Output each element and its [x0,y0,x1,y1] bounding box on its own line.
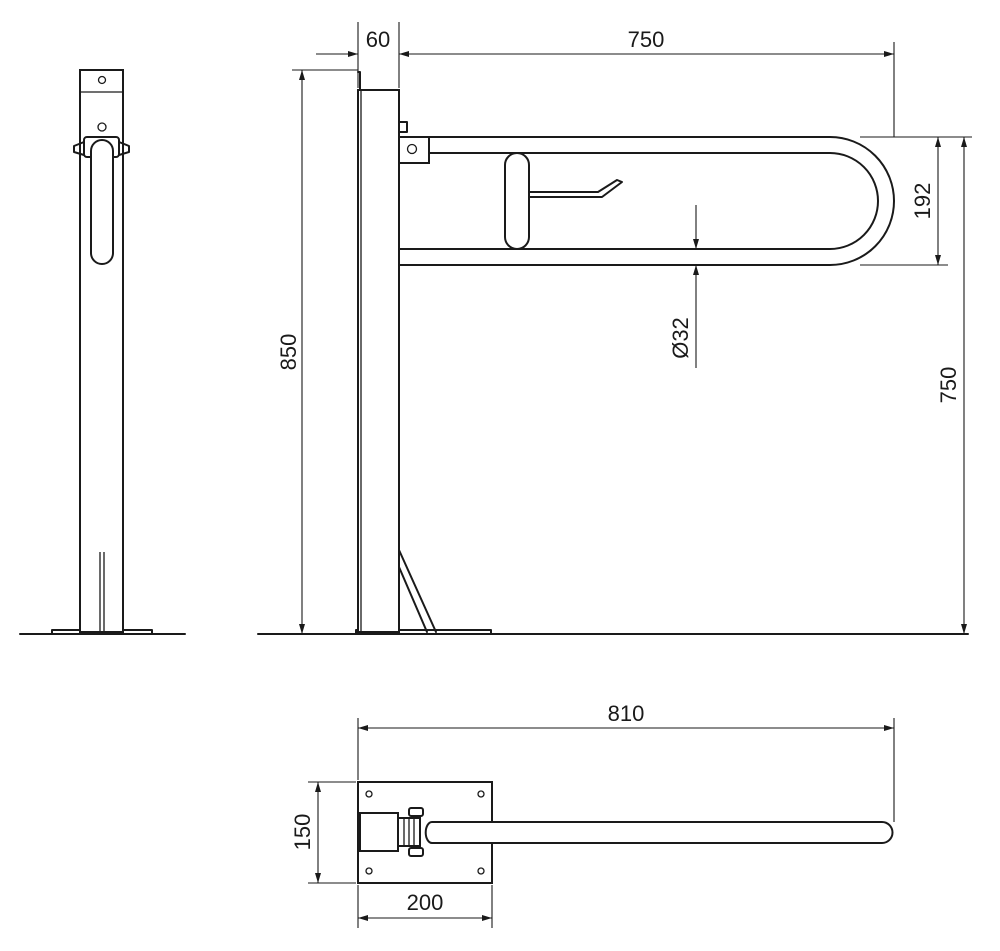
dim-750-right-label: 750 [936,367,961,404]
side-rail-outer [398,136,895,266]
plan-arm [424,821,894,844]
plan-hinge-ear-top [408,807,424,817]
plan-hinge-ear-bottom [408,847,424,857]
side-rail-inner [398,152,879,250]
side-hinge-stop [398,121,408,133]
side-dimensions: 60 750 850 192 750 Ø32 [276,22,972,634]
front-view [19,69,186,635]
dim-60-label: 60 [366,27,390,52]
front-bolt-top [97,75,107,85]
front-hinge-left-tab [73,141,85,156]
front-bolt-bracket [97,122,107,132]
dim-850-label: 850 [276,334,301,371]
dim-192-label: 192 [910,183,935,220]
plan-hole-tr [477,790,485,798]
front-hinge-right-tab [118,141,130,156]
side-post-top-tab [357,71,361,91]
side-paper-holder-arm [528,179,623,198]
plan-dimensions: 810 150 200 [290,701,895,928]
side-hinge-pin [406,143,418,155]
plan-view [357,781,894,884]
side-hinge-block [398,136,430,164]
side-brace-outer [398,549,437,633]
side-brace-inner [398,566,428,633]
front-folded-arm [90,139,114,265]
dim-dia-label: Ø32 [668,317,693,359]
side-post [357,89,400,633]
plan-hole-br [477,867,485,875]
dim-200-label: 200 [407,890,444,915]
side-base-plate [355,629,492,635]
dim-750-top-label: 750 [628,27,665,52]
side-view [257,71,969,635]
plan-hinge-housing [359,812,399,852]
side-paper-holder-grip [504,152,530,250]
dim-150-label: 150 [290,814,315,851]
plan-hole-bl [365,867,373,875]
plan-hole-tl [365,790,373,798]
dim-810-label: 810 [608,701,645,726]
